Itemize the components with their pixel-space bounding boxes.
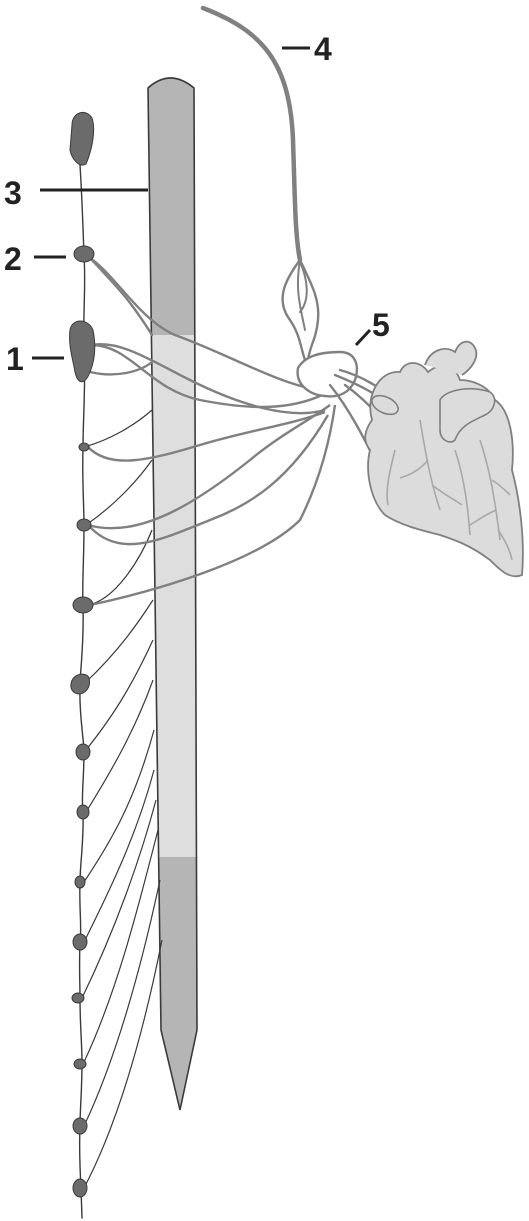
label-3: 3 — [4, 175, 22, 211]
ganglion-icon — [74, 246, 94, 262]
label-1: 1 — [6, 341, 24, 377]
leader-5 — [356, 330, 370, 345]
ganglion-icon — [76, 744, 90, 760]
vagus-nerve — [203, 8, 318, 360]
label-2: 2 — [4, 241, 22, 277]
cardiac-nerves — [88, 258, 335, 605]
ganglion-icon — [74, 1059, 86, 1069]
ganglion-icon — [77, 519, 91, 531]
ganglion-icon — [70, 112, 94, 165]
label-4: 4 — [314, 31, 332, 67]
spinal-cord-icon — [140, 60, 210, 1117]
ganglion-icon — [73, 934, 87, 950]
ganglion-icon — [72, 993, 84, 1003]
heart-icon — [365, 342, 523, 577]
ganglion-icon — [79, 443, 89, 451]
ganglion-icon — [73, 1118, 87, 1134]
ganglion-icon — [73, 1179, 87, 1197]
ganglion-icon — [75, 876, 85, 888]
ganglion-icon — [77, 805, 89, 819]
ganglion-icon — [73, 597, 93, 613]
label-5: 5 — [372, 307, 390, 343]
ganglion-icon — [71, 674, 90, 694]
